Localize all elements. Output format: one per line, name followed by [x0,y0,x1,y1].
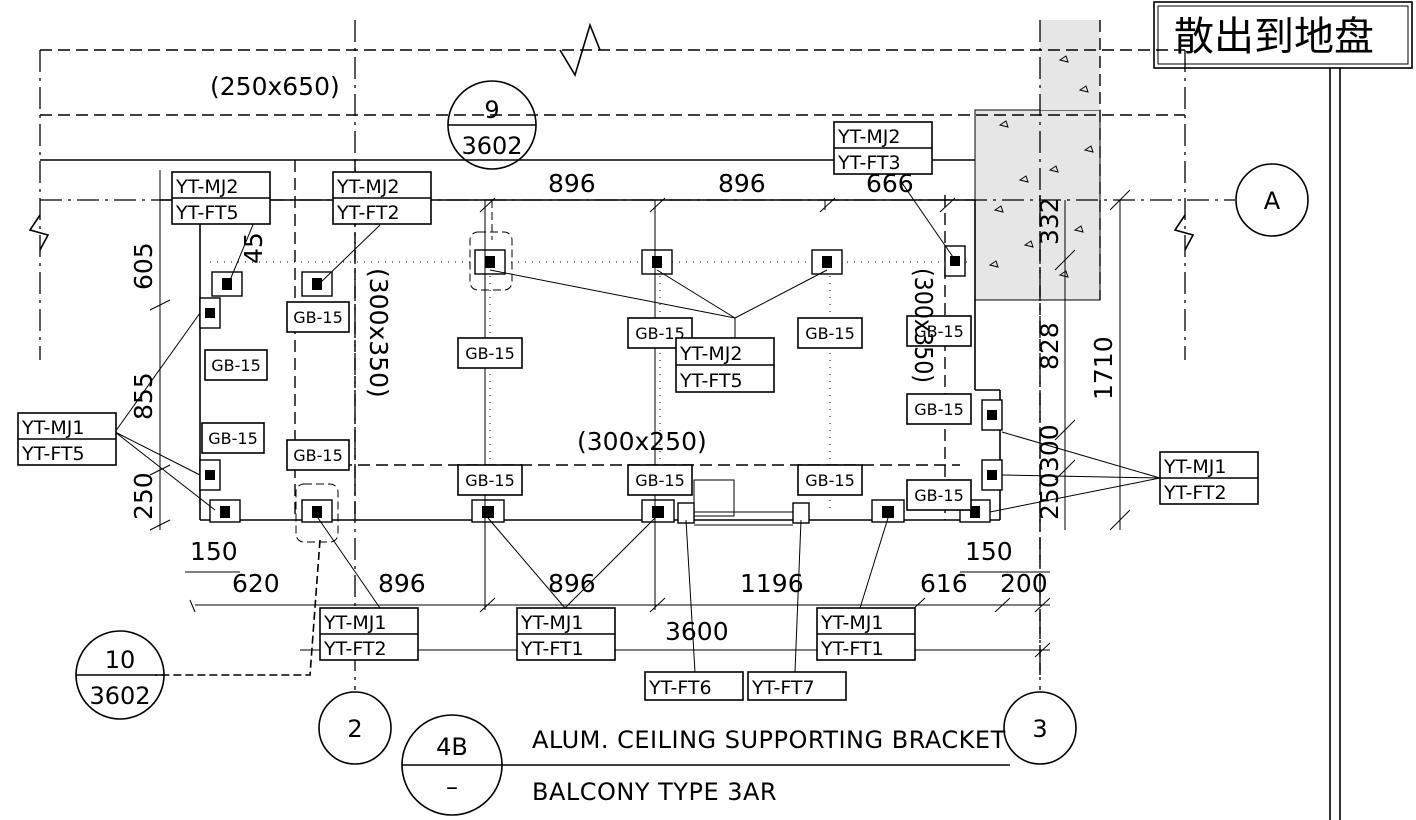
panel-label: GB-15 [465,471,515,490]
grid-bubble-2: 2 [318,691,392,765]
gb-panels: GB-15 GB-15 GB-15 GB-15 GB-15 GB-15 GB-1… [201,301,972,511]
svg-text:2: 2 [347,715,362,743]
svg-text:3600: 3600 [665,617,729,646]
svg-text:605: 605 [129,242,158,290]
tag-ft6: YT-FT6 [644,671,744,701]
svg-text:250: 250 [129,472,158,520]
svg-text:YT-MJ2: YT-MJ2 [175,176,238,198]
svg-text:150: 150 [965,537,1013,566]
section-ref-9: 9 3602 [447,80,537,170]
svg-text:9: 9 [484,96,499,124]
svg-text:828: 828 [1035,322,1064,370]
svg-text:YT-FT7: YT-FT7 [751,677,815,699]
svg-text:YT-MJ2: YT-MJ2 [837,126,900,148]
drawing-title: ALUM. CEILING SUPPORTING BRACKET [532,726,1006,754]
beam-label-bottom: (300x250) [577,427,707,456]
leader-lines [114,179,1161,676]
svg-text:10: 10 [105,646,136,674]
svg-text:YT-FT5: YT-FT5 [679,370,743,392]
svg-text:YT-FT1: YT-FT1 [520,638,584,660]
concrete-column [975,110,1100,300]
svg-text:620: 620 [232,569,280,598]
chinese-note-text: 散出到地盘 [1174,14,1374,60]
panel-label: GB-15 [208,429,258,448]
drawing-subtitle: BALCONY TYPE 3AR [532,778,777,806]
svg-text:3602: 3602 [89,682,150,710]
svg-text:896: 896 [718,169,766,198]
title-block: 4B – ALUM. CEILING SUPPORTING BRACKET BA… [401,714,1010,816]
concrete-aggregate [988,55,1094,278]
panel-label: GB-15 [914,486,964,505]
tag-ft7: YT-FT7 [747,671,847,701]
drawing-sub: – [446,773,458,801]
grid-bubble-3: 3 [1003,691,1077,765]
svg-text:666: 666 [866,169,914,198]
panel-label: GB-15 [914,400,964,419]
section-ref-10: 10 3602 [75,630,165,720]
svg-text:896: 896 [548,169,596,198]
svg-text:YT-FT2: YT-FT2 [1163,482,1227,504]
svg-text:896: 896 [548,569,596,598]
panel-label: GB-15 [914,322,964,341]
concrete-wall [1040,20,1100,110]
svg-text:A: A [1264,187,1281,215]
svg-text:1196: 1196 [740,569,804,598]
svg-text:YT-FT6: YT-FT6 [648,677,712,699]
panel-label: GB-15 [293,446,343,465]
svg-text:332: 332 [1035,197,1064,245]
panel-label: GB-15 [805,471,855,490]
beam-label-right: (300x350) [909,268,938,383]
grid-bubble-a: A [1235,163,1309,237]
svg-text:1710: 1710 [1089,336,1118,400]
svg-text:300: 300 [1035,424,1064,472]
panel-label: GB-15 [635,324,685,343]
dimension-lines [149,170,1131,658]
svg-text:250: 250 [1035,472,1064,520]
svg-text:YT-MJ1: YT-MJ1 [1163,456,1226,478]
svg-text:YT-MJ2: YT-MJ2 [336,176,399,198]
svg-text:616: 616 [920,569,968,598]
svg-text:YT-FT1: YT-FT1 [820,638,884,660]
svg-text:855: 855 [129,372,158,420]
ceiling-brackets [199,231,1003,543]
svg-text:YT-MJ1: YT-MJ1 [21,417,84,439]
panel-label: GB-15 [211,356,261,375]
panel-label: GB-15 [805,324,855,343]
svg-text:200: 200 [1000,569,1048,598]
panel-label: GB-15 [465,344,515,363]
drawing-id: 4B [436,733,468,761]
svg-text:YT-MJ1: YT-MJ1 [323,612,386,634]
svg-text:45: 45 [239,232,268,264]
svg-text:YT-FT2: YT-FT2 [336,202,400,224]
svg-text:YT-MJ1: YT-MJ1 [820,612,883,634]
panel-label: GB-15 [635,471,685,490]
beam-label-left: (300x350) [364,268,393,398]
svg-text:YT-MJ2: YT-MJ2 [679,343,742,365]
svg-text:YT-FT2: YT-FT2 [323,638,387,660]
svg-text:3602: 3602 [461,132,522,160]
svg-text:YT-MJ1: YT-MJ1 [520,612,583,634]
beam-label-top: (250x650) [210,72,340,101]
svg-text:3: 3 [1032,715,1047,743]
svg-text:YT-FT3: YT-FT3 [837,152,901,174]
chinese-note: 散出到地盘 [1153,1,1413,69]
svg-text:150: 150 [190,537,238,566]
svg-text:896: 896 [378,569,426,598]
svg-text:YT-FT5: YT-FT5 [175,202,239,224]
svg-text:YT-FT5: YT-FT5 [21,443,85,465]
panel-label: GB-15 [293,308,343,327]
